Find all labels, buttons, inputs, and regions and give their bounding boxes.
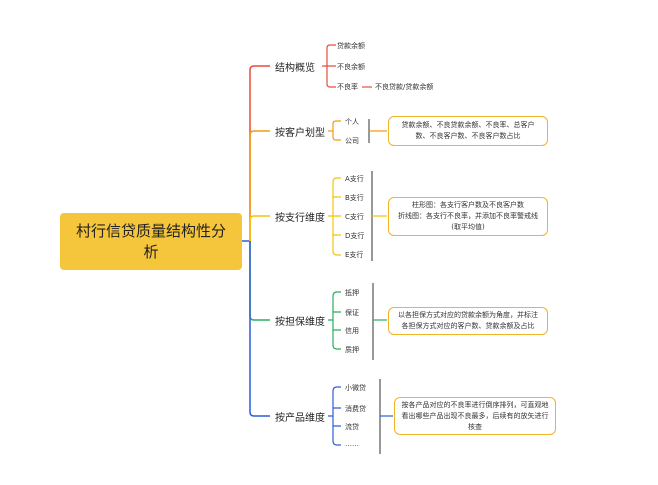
branch-customer-type[interactable]: 按客户划型 (275, 128, 325, 139)
note-sub-branch-line-3: (取平均值) (451, 223, 485, 231)
branch-product[interactable]: 按产品维度 (275, 413, 325, 424)
leaf-pledge[interactable]: 质押 (345, 346, 359, 354)
root-topic[interactable]: 村行信贷质量结构性分析 (60, 213, 242, 270)
leaf-credit[interactable]: 信用 (345, 327, 359, 335)
leaf-consumer-loan[interactable]: 消费贷 (345, 405, 366, 413)
note-collateral[interactable]: 以各担保方式对应的贷款余额为角度，并标注各担保方式对应的客户数、贷款余额及占比 (388, 307, 548, 335)
note-product[interactable]: 按各产品对应的不良率进行倒序排列，可直观地看出哪些产品出现不良最多，后续有的放矢… (394, 397, 556, 435)
leaf-guarantee[interactable]: 保证 (345, 309, 359, 317)
leaf-npl-ratio-formula[interactable]: 不良贷款/贷款余额 (375, 83, 434, 91)
leaf-branch-a[interactable]: A支行 (345, 175, 364, 183)
leaf-company[interactable]: 公司 (345, 137, 359, 145)
note-collateral-text: 以各担保方式对应的贷款余额为角度，并标注各担保方式对应的客户数、贷款余额及占比 (398, 311, 538, 330)
branch-sub-branch[interactable]: 按支行维度 (275, 213, 325, 224)
leaf-mortgage[interactable]: 抵押 (345, 289, 359, 297)
note-product-text: 按各产品对应的不良率进行倒序排列，可直观地看出哪些产品出现不良最多，后续有的放矢… (401, 400, 549, 431)
leaf-micro-loan[interactable]: 小微贷 (345, 384, 366, 392)
leaf-npl-ratio[interactable]: 不良率 (337, 83, 358, 91)
leaf-npl-balance[interactable]: 不良余额 (337, 63, 365, 71)
leaf-working-capital-loan[interactable]: 流贷 (345, 423, 359, 431)
leaf-branch-e[interactable]: E支行 (345, 251, 364, 259)
leaf-branch-c[interactable]: C支行 (345, 213, 364, 221)
leaf-individual[interactable]: 个人 (345, 118, 359, 126)
note-sub-branch-line-2: 折线图：各支行不良率，并添加不良率警戒线 (398, 212, 538, 220)
leaf-branch-d[interactable]: D支行 (345, 232, 365, 240)
leaf-loan-balance[interactable]: 贷款余额 (337, 42, 365, 50)
leaf-more[interactable]: …… (345, 440, 359, 448)
leaf-branch-b[interactable]: B支行 (345, 194, 364, 202)
branch-collateral[interactable]: 按担保维度 (275, 317, 325, 328)
note-sub-branch[interactable]: 柱形图：各支行客户数及不良客户数 折线图：各支行不良率，并添加不良率警戒线 (取… (388, 197, 548, 236)
note-customer-type[interactable]: 贷款余额、不良贷款余额、不良率、总客户数、不良客户数、不良客户数占比 (388, 116, 548, 146)
branch-structure-overview[interactable]: 结构概览 (275, 63, 315, 74)
note-customer-type-text: 贷款余额、不良贷款余额、不良率、总客户数、不良客户数、不良客户数占比 (401, 121, 535, 140)
note-sub-branch-line-1: 柱形图：各支行客户数及不良客户数 (412, 201, 524, 209)
root-title: 村行信贷质量结构性分析 (75, 221, 226, 261)
